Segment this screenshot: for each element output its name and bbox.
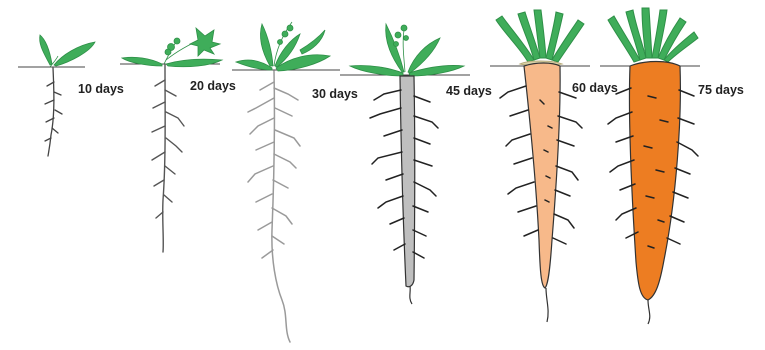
root-45-days — [370, 76, 438, 304]
stage-75-days: 75 days — [600, 8, 744, 324]
foliage-20-days — [122, 28, 222, 67]
root-30-days — [248, 71, 300, 342]
stage-label-75-days: 75 days — [698, 83, 744, 97]
foliage-30-days — [236, 22, 330, 71]
foliage-10-days — [40, 35, 95, 67]
root-20-days — [152, 65, 184, 252]
stage-20-days: 20 days — [120, 28, 236, 252]
foliage-45-days — [350, 24, 464, 76]
stage-label-10-days: 10 days — [78, 82, 124, 96]
root-60-days — [500, 63, 582, 322]
stage-label-30-days: 30 days — [312, 87, 358, 101]
foliage-60-days — [496, 10, 584, 66]
root-75-days — [608, 62, 698, 325]
stage-label-60-days: 60 days — [572, 81, 618, 95]
stage-10-days: 10 days — [18, 35, 124, 156]
stage-60-days: 60 days — [490, 10, 618, 322]
stage-label-20-days: 20 days — [190, 79, 236, 93]
stage-30-days: 30 days — [232, 22, 358, 342]
stage-45-days: 45 days — [340, 24, 492, 304]
stage-label-45-days: 45 days — [446, 84, 492, 98]
foliage-75-days — [608, 8, 698, 62]
root-10-days — [45, 68, 62, 156]
